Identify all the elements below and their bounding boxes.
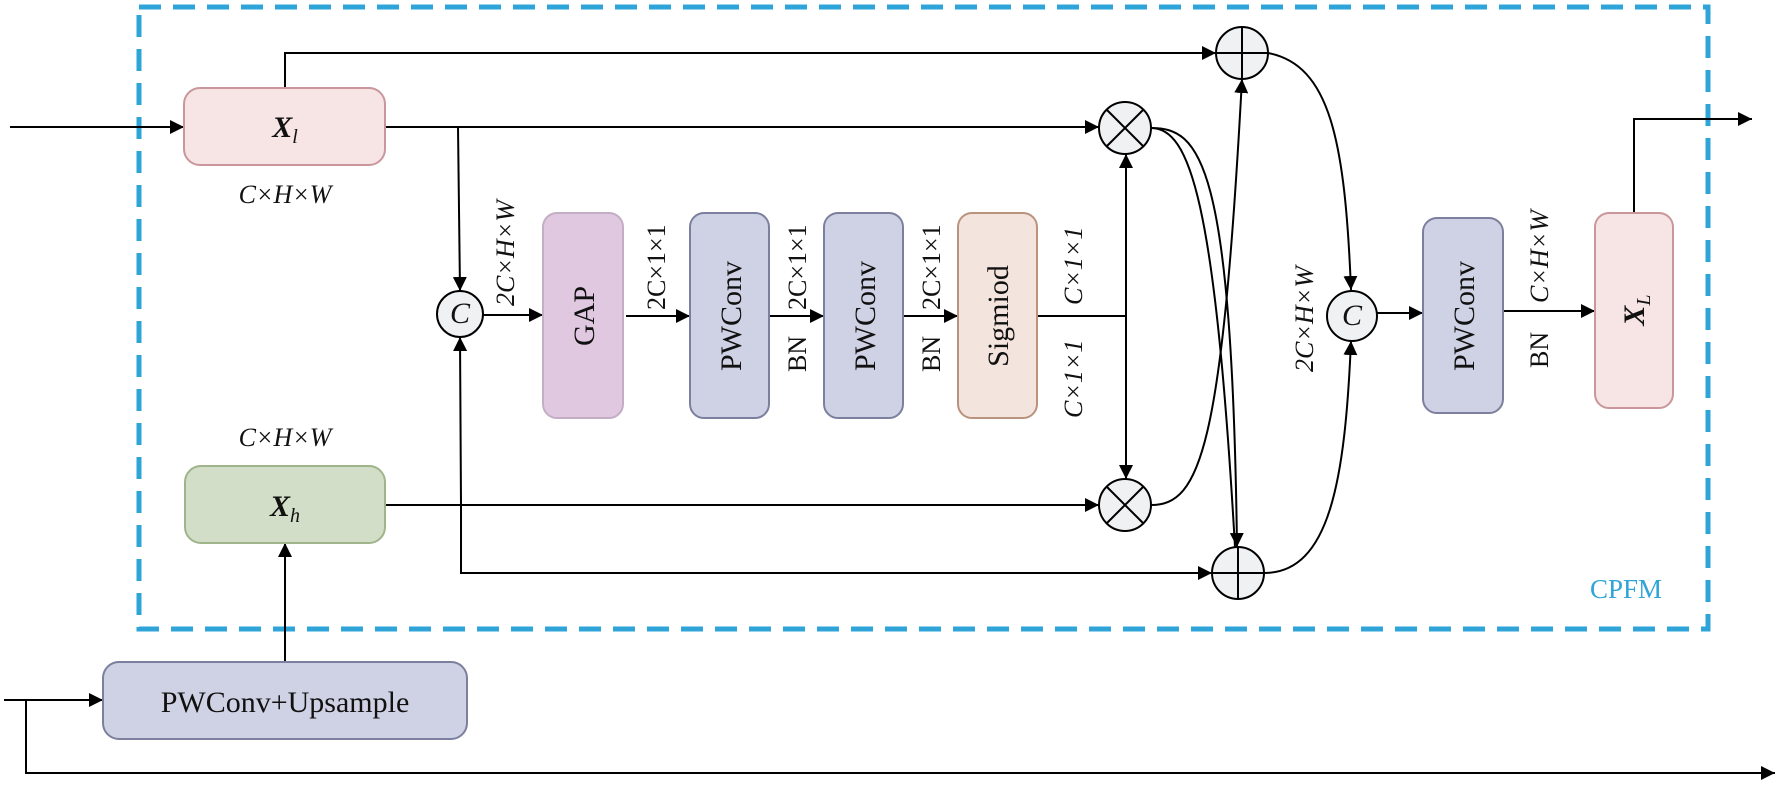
pwconv-out-node: PWConv [1422,217,1504,414]
concat-symbol-1: C [450,297,471,330]
concat2-in-dim-label: 2C×H×W [1290,264,1319,372]
upper-mul-to-lower-add-curve-b [1150,127,1236,548]
xh-to-concat-arrow [453,336,468,506]
xh-dim-label: C×H×W [239,423,334,452]
multiply-op-upper [1098,101,1152,155]
pwconv1-node: PWConv [689,212,770,419]
xl-node: Xl [183,87,386,166]
concat-symbol-2: C [1342,299,1363,332]
xl-skip-to-add-arrow [284,46,1216,88]
sig-out-bottom-label: C×1×1 [1059,340,1088,418]
sigmoid-node: Sigmiod [957,212,1038,419]
svg-text:Xh: Xh [269,490,300,527]
xh-skip-to-add-arrow [460,505,1212,580]
pw2-out-dim-label: 2C×1×1 [917,224,946,310]
svg-text:XL: XL [1618,294,1655,326]
gap-node: GAP [542,212,624,419]
concat-op-2: C [1326,290,1378,342]
pw1-bn-label: BN [783,336,812,372]
concat-op-1: C [436,290,484,338]
cpfm-label: CPFM [1590,574,1662,604]
lower-mul-to-upper-add-curve [1150,78,1249,506]
upper-add-to-concat2-arrow [1267,52,1358,291]
sig-out-top-label: C×1×1 [1059,227,1088,305]
xl-to-concat-arrow [452,126,467,292]
pwconv1-text: PWConv [715,261,748,371]
pwconv2-text: PWConv [849,261,882,371]
xL-main: X [1618,305,1651,327]
upper-mul-to-lower-add-curve-a [1150,127,1244,548]
xl-dim-label: C×H×W [239,180,334,209]
xl-sub: l [292,126,298,148]
pwconv-upsample-text: PWConv+Upsample [161,686,410,719]
pwconv2-node: PWConv [823,212,904,419]
xL-node: XL [1594,212,1674,409]
multiply-op-lower [1098,478,1152,532]
pw1-out-dim-label: 2C×1×1 [783,224,812,310]
cpfm-module-border [136,4,1711,632]
bottom-bypass-arrow [25,700,1775,780]
gap-text: GAP [568,286,601,346]
pwout-bn-label: BN [1525,332,1554,368]
pwconv-upsample-node: PWConv+Upsample [102,661,468,740]
add-op-lower [1211,546,1265,600]
pw2-bn-label: BN [917,336,946,372]
xh-sub: h [290,505,300,527]
xL-sub: L [1633,294,1655,306]
xh-main: X [269,490,291,523]
concat-out-dim-label: 2C×H×W [491,198,520,306]
gap-out-dim-label: 2C×1×1 [642,224,671,310]
output-arrow [1633,112,1752,213]
pwconv-out-text: PWConv [1448,261,1481,371]
lower-add-to-concat2-arrow [1263,340,1358,574]
xl-main: X [271,111,293,144]
pwout-dim-label: C×H×W [1525,208,1554,303]
sigmoid-text: Sigmiod [982,265,1015,367]
svg-text:Xl: Xl [271,111,298,148]
add-op-upper [1215,26,1269,80]
xh-node: Xh [184,465,386,544]
